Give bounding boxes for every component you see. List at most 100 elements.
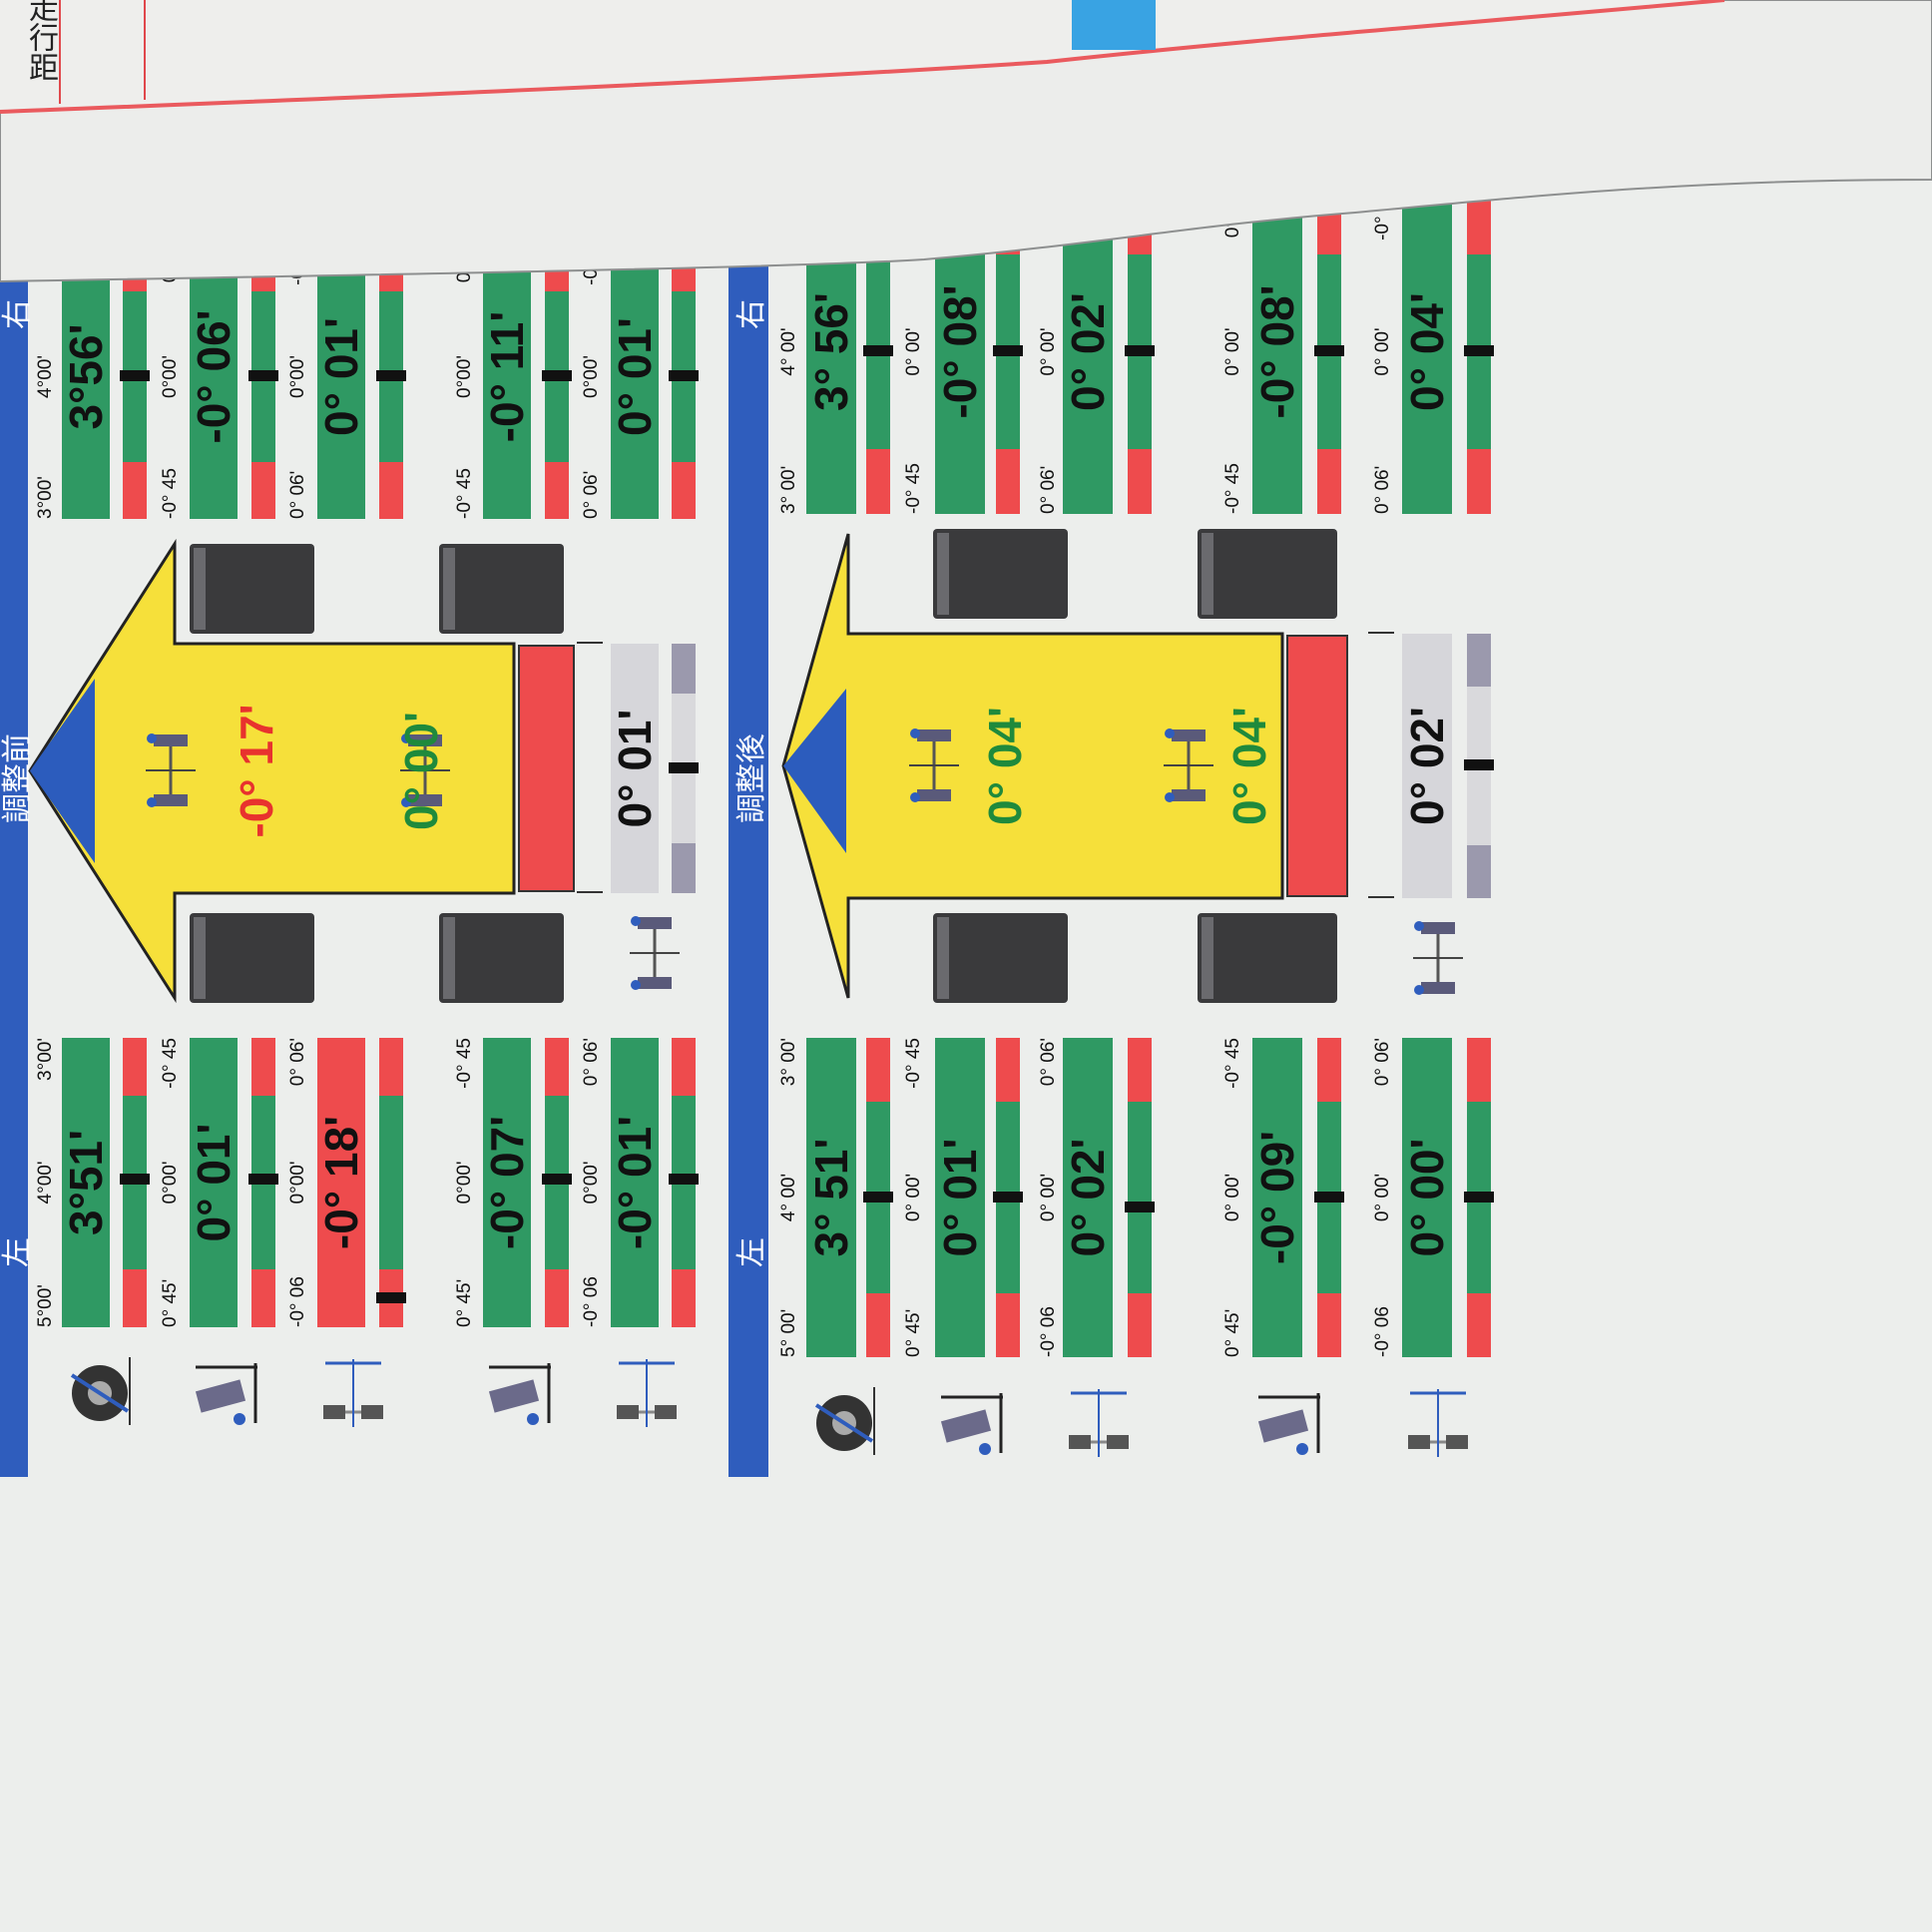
scale-tick-label: -0° 45 [454, 468, 475, 519]
wheel-shape [617, 1405, 639, 1419]
arrow-tip [30, 679, 95, 863]
wheel-shape [488, 1379, 540, 1413]
camber-value: -0° 06' [188, 309, 240, 444]
wheel-shape [1107, 1435, 1129, 1449]
header-right-label: 右 [735, 299, 768, 329]
range-tick [1368, 632, 1394, 634]
camber-scale-labels: 0° 45'0°00'-0° 45 [160, 1038, 184, 1327]
wheel-shape [1069, 1435, 1091, 1449]
rear-camber-range-indicator [542, 1038, 572, 1327]
indicator-needle [1464, 1192, 1494, 1203]
rear-camber-value: -0° 11' [481, 310, 533, 443]
rear-camber-scale-labels: 0° 45'0° 00'-0° 45 [1222, 1038, 1246, 1357]
scale-tick-label: -0° 06 [287, 1276, 308, 1327]
toe-value-box: -0° 18' [315, 1038, 367, 1327]
thrust-range-indicator [1464, 634, 1494, 898]
rear-axle-icon [400, 733, 450, 808]
scale-tick-label: 3°00' [35, 476, 56, 519]
caster-value: 3°51' [60, 1129, 112, 1236]
indicator-needle [669, 1174, 699, 1186]
toe-value: 0° 02' [1062, 1138, 1114, 1257]
scale-tick-label: 4° 00' [778, 327, 799, 376]
tire-highlight [194, 917, 206, 999]
scale-tick-label: 0°00' [454, 1161, 475, 1205]
front-total-toe-value: -0° 17' [231, 704, 282, 838]
rear-wheel [1198, 529, 1337, 619]
rear-wheel [439, 544, 564, 634]
indicator-needle [1314, 345, 1344, 357]
scale-tick-label: 0° 06' [1038, 1038, 1059, 1087]
rear-camber-value: -0° 09' [1251, 1130, 1303, 1265]
indicator-needle [120, 370, 150, 382]
camber-icon [940, 1393, 1003, 1455]
scale-tick-label: -0° 45 [1222, 463, 1243, 514]
tire-highlight [1202, 533, 1213, 615]
indicator-needle [669, 762, 699, 773]
section-header: 左調整前右 [0, 205, 34, 1477]
scale-tick-label: 3° 00' [778, 465, 799, 514]
range-tick [1368, 896, 1394, 898]
scale-tick-label: 0° 00' [1222, 1173, 1243, 1222]
header-right-label: 右 [1, 299, 34, 329]
range-tick [577, 642, 603, 644]
wheel-shape [940, 1409, 992, 1443]
tire-highlight [937, 533, 949, 615]
scale-tick-label: 0° 06' [1372, 1038, 1393, 1087]
marker-dot [401, 733, 411, 744]
rear-toe-value: 0° 04' [1401, 292, 1453, 411]
rear-camber-value-box: -0° 07' [481, 1038, 533, 1327]
wheel-shape [408, 734, 442, 747]
scale-tick-label: -0° 45 [903, 1038, 924, 1089]
scale-tick-label: -0° 06 [1372, 1306, 1393, 1357]
indicator-needle [376, 370, 406, 382]
scale-tick-label: 3° 00' [778, 1038, 799, 1087]
scale-tick-label: 0°00' [454, 355, 475, 398]
toe-range-indicator [376, 1038, 406, 1327]
indicator-needle [863, 345, 893, 357]
indicator-needle [863, 1192, 893, 1203]
scale-tick-label: 0°00' [287, 355, 308, 398]
red-border-line [0, 0, 1725, 114]
caster-scale-labels: 5°00'4°00'3°00' [35, 1038, 59, 1327]
scale-tick-label: 0°00' [160, 1161, 181, 1205]
scale-tick-label: 0° 06' [1372, 465, 1393, 514]
section-title: 調整前 [1, 733, 34, 823]
scale-tick-label: -0° 06 [1038, 1306, 1059, 1357]
wheel-shape [408, 794, 442, 807]
arrow-dot [234, 1413, 245, 1425]
scale-tick-label: 0° 00' [1222, 327, 1243, 376]
caster-icon [814, 1387, 875, 1455]
camber-value: 0° 01' [934, 1138, 986, 1257]
wheel-shape [154, 734, 188, 747]
rear-camber-range-indicator [1314, 1038, 1344, 1357]
front-total-toe-value: 0° 04' [979, 707, 1031, 825]
rear-toe-value: -0° 01' [609, 1115, 661, 1250]
thrust-angle-icon [1413, 921, 1463, 995]
caster-value: 3° 56' [805, 292, 857, 411]
wheel-shape [1421, 982, 1455, 994]
rear-wheel [1198, 913, 1337, 1003]
wheel-shape [1421, 922, 1455, 934]
caster-value-box: 3°51' [60, 1038, 112, 1327]
caster-range-indicator [120, 1038, 150, 1327]
thrust-angle-value: 0° 01' [609, 709, 661, 828]
scale-tick-label: -0° 45 [160, 468, 181, 519]
wheel-shape [917, 789, 951, 802]
tire-highlight [1202, 917, 1213, 999]
scale-tick-label: -0° 45 [454, 1038, 475, 1089]
scale-tick-label: 0°00' [160, 355, 181, 398]
camber-value: 0° 01' [188, 1123, 240, 1242]
toe-range-indicator [1125, 1038, 1155, 1357]
scale-tick-label: -0° 06 [581, 1276, 602, 1327]
caster-value-box: 3° 51' [805, 1038, 857, 1357]
scale-tick-label: 0° 45' [1222, 1308, 1243, 1357]
rear-toe-icon [617, 1359, 677, 1427]
rear-wheel [439, 913, 564, 1003]
scale-tick-label: 0°00' [581, 1161, 602, 1205]
rear-toe-value: 0° 01' [609, 317, 661, 436]
wheel-shape [638, 977, 672, 989]
indicator-needle [993, 1192, 1023, 1203]
blue-marker [1072, 0, 1156, 50]
